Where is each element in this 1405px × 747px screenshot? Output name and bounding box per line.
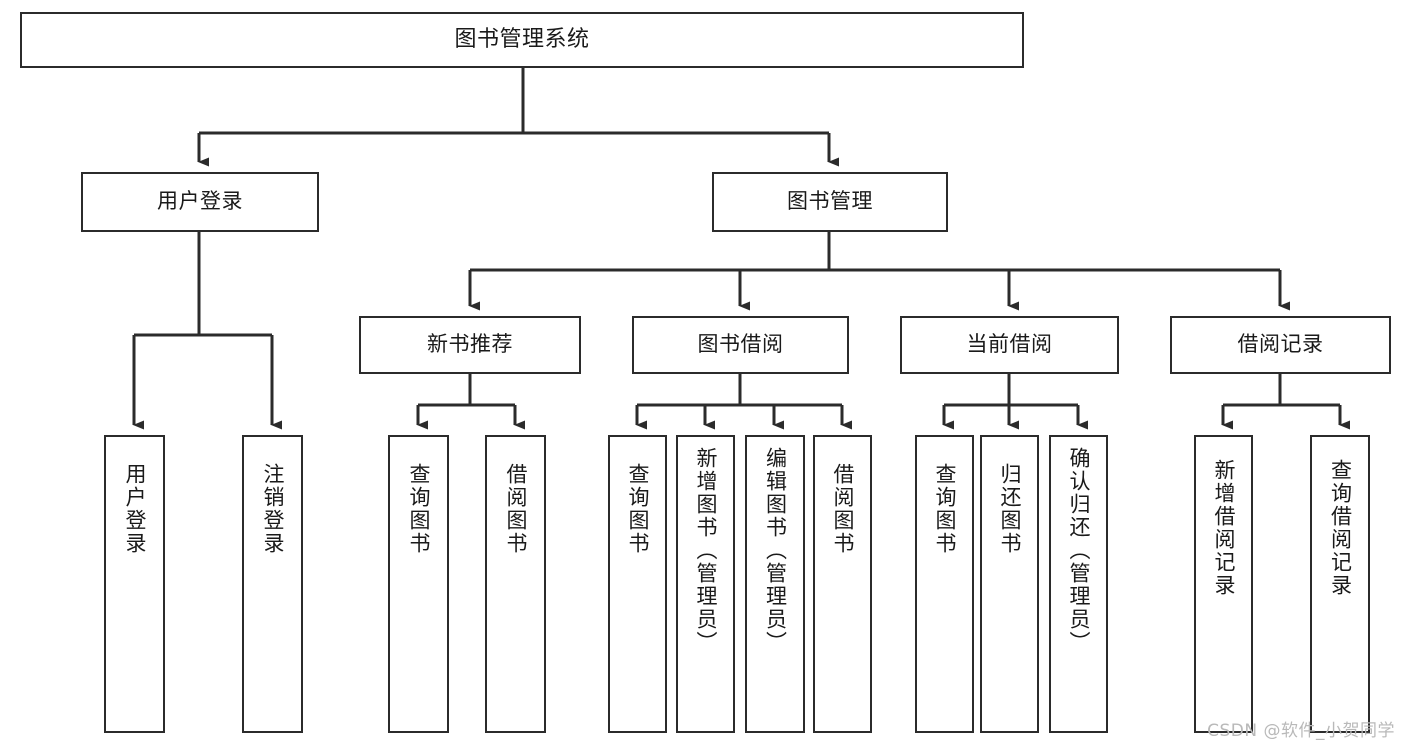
leaf-label: 借阅图书 bbox=[830, 463, 855, 555]
leaf-node[interactable]: 查询图书 bbox=[388, 435, 449, 733]
leaf-node[interactable]: 查询图书 bbox=[608, 435, 667, 733]
leaf-label: 注销登录 bbox=[260, 463, 285, 555]
node-current-borrow[interactable]: 当前借阅 bbox=[900, 316, 1119, 374]
node-borrow-record-label: 借阅记录 bbox=[1237, 332, 1324, 357]
leaf-label: 查询图书 bbox=[932, 463, 957, 555]
leaf-label: 确认归还（管理员） bbox=[1066, 447, 1091, 654]
csdn-watermark: CSDN @软件_小贺同学 bbox=[1207, 721, 1395, 741]
leaf-label: 用户登录 bbox=[122, 463, 147, 555]
leaf-label: 新增借阅记录 bbox=[1211, 459, 1236, 597]
leaf-label: 新增图书（管理员） bbox=[693, 447, 718, 654]
leaf-label: 归还图书 bbox=[997, 463, 1022, 555]
leaf-node[interactable]: 查询借阅记录 bbox=[1310, 435, 1370, 733]
leaf-node[interactable]: 确认归还（管理员） bbox=[1049, 435, 1108, 733]
node-book-borrow-label: 图书借阅 bbox=[697, 332, 784, 357]
node-root[interactable]: 图书管理系统 bbox=[20, 12, 1024, 68]
node-new-book-recommend[interactable]: 新书推荐 bbox=[359, 316, 581, 374]
leaf-node[interactable]: 用户登录 bbox=[104, 435, 165, 733]
leaf-label: 查询图书 bbox=[625, 463, 650, 555]
node-user-login-label: 用户登录 bbox=[157, 189, 243, 214]
leaf-label: 查询借阅记录 bbox=[1328, 459, 1353, 597]
node-book-management[interactable]: 图书管理 bbox=[712, 172, 948, 232]
leaf-node[interactable]: 新增图书（管理员） bbox=[676, 435, 735, 733]
leaf-node[interactable]: 借阅图书 bbox=[813, 435, 872, 733]
node-current-borrow-label: 当前借阅 bbox=[966, 332, 1053, 357]
leaf-node[interactable]: 新增借阅记录 bbox=[1194, 435, 1253, 733]
leaf-node[interactable]: 归还图书 bbox=[980, 435, 1039, 733]
node-new-book-recommend-label: 新书推荐 bbox=[427, 332, 513, 357]
node-book-management-label: 图书管理 bbox=[787, 189, 873, 214]
node-user-login[interactable]: 用户登录 bbox=[81, 172, 319, 232]
leaf-node[interactable]: 借阅图书 bbox=[485, 435, 546, 733]
leaf-label: 编辑图书（管理员） bbox=[763, 447, 788, 654]
node-borrow-record[interactable]: 借阅记录 bbox=[1170, 316, 1391, 374]
leaf-node[interactable]: 查询图书 bbox=[915, 435, 974, 733]
leaf-label: 查询图书 bbox=[406, 463, 431, 555]
leaf-node[interactable]: 编辑图书（管理员） bbox=[745, 435, 805, 733]
leaf-label: 借阅图书 bbox=[503, 463, 528, 555]
node-root-label: 图书管理系统 bbox=[454, 26, 590, 52]
leaf-node[interactable]: 注销登录 bbox=[242, 435, 303, 733]
node-book-borrow[interactable]: 图书借阅 bbox=[632, 316, 849, 374]
